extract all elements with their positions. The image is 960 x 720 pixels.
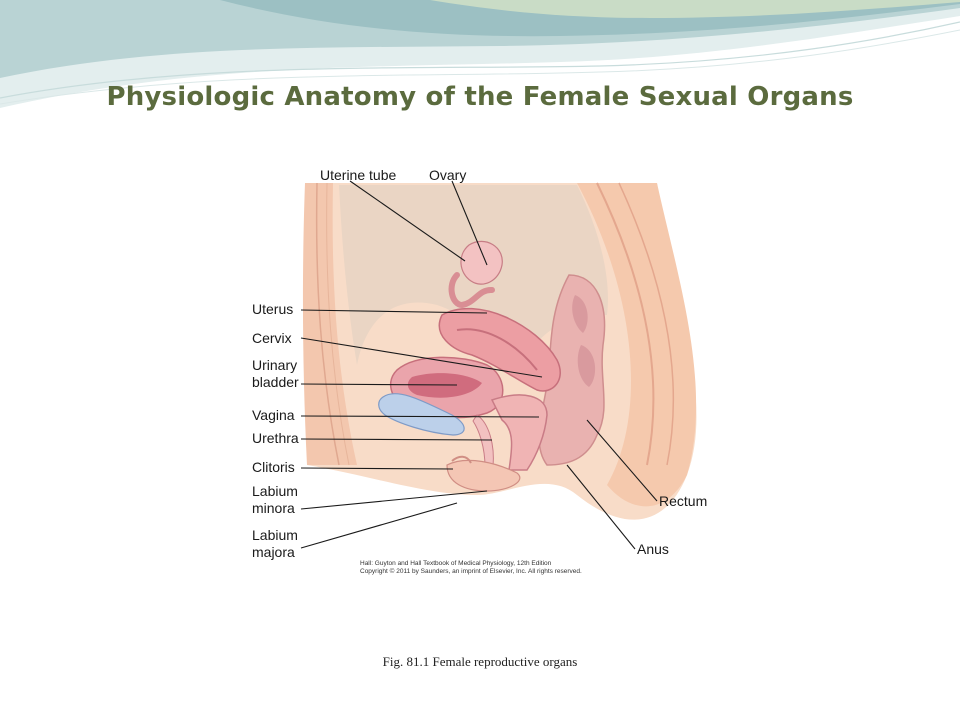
leader-uterine-tube — [349, 180, 466, 262]
anatomy-figure: Uterine tube Ovary Uterus Cervix Urinary… — [247, 165, 713, 583]
label-cervix: Cervix — [252, 330, 292, 346]
leader-uterus — [300, 309, 488, 314]
header-swoosh-decoration — [0, 0, 960, 108]
label-rectum: Rectum — [659, 493, 708, 509]
leader-vagina — [300, 415, 540, 418]
uterine-tube-shape — [448, 272, 495, 309]
leader-urethra — [300, 438, 493, 441]
leader-ovary — [451, 180, 488, 266]
label-labium-minora-line1: Labium — [252, 483, 298, 499]
label-uterus: Uterus — [252, 301, 294, 317]
back-tissue — [577, 183, 697, 507]
label-uterine-tube: Uterine tube — [320, 167, 397, 183]
leader-rectum — [586, 419, 658, 502]
vagina-shape — [490, 394, 548, 471]
credit-line-2: Copyright © 2011 by Saunders, an imprint… — [360, 568, 582, 575]
leader-labium-minora — [300, 490, 488, 510]
leader-clitoris — [300, 467, 454, 470]
label-labium-majora-line1: Labium — [252, 527, 298, 543]
anatomy-illustration — [300, 180, 697, 550]
figure-credit: Hall: Guyton and Hall Textbook of Medica… — [360, 560, 582, 576]
label-labium-minora-line2: minora — [252, 500, 295, 516]
label-urethra: Urethra — [252, 430, 299, 446]
leader-bladder — [300, 383, 458, 386]
label-vagina: Vagina — [252, 407, 295, 423]
label-urinary-bladder-line2: bladder — [252, 374, 299, 390]
leader-cervix — [300, 337, 543, 378]
label-clitoris: Clitoris — [252, 459, 295, 475]
ovary-shape — [460, 240, 503, 285]
pubic-bone — [378, 393, 465, 436]
label-ovary: Ovary — [429, 167, 467, 183]
figure-caption: Fig. 81.1 Female reproductive organs — [382, 654, 578, 669]
label-urinary-bladder-line1: Urinary — [252, 357, 298, 373]
label-labium-majora-line2: majora — [252, 544, 295, 560]
credit-line-1: Hall: Guyton and Hall Textbook of Medica… — [360, 560, 552, 567]
slide-title: Physiologic Anatomy of the Female Sexual… — [106, 82, 854, 112]
leader-anus — [566, 464, 636, 550]
label-anus: Anus — [637, 541, 669, 557]
labia-shape — [446, 459, 521, 492]
leader-labium-majora — [300, 502, 458, 549]
